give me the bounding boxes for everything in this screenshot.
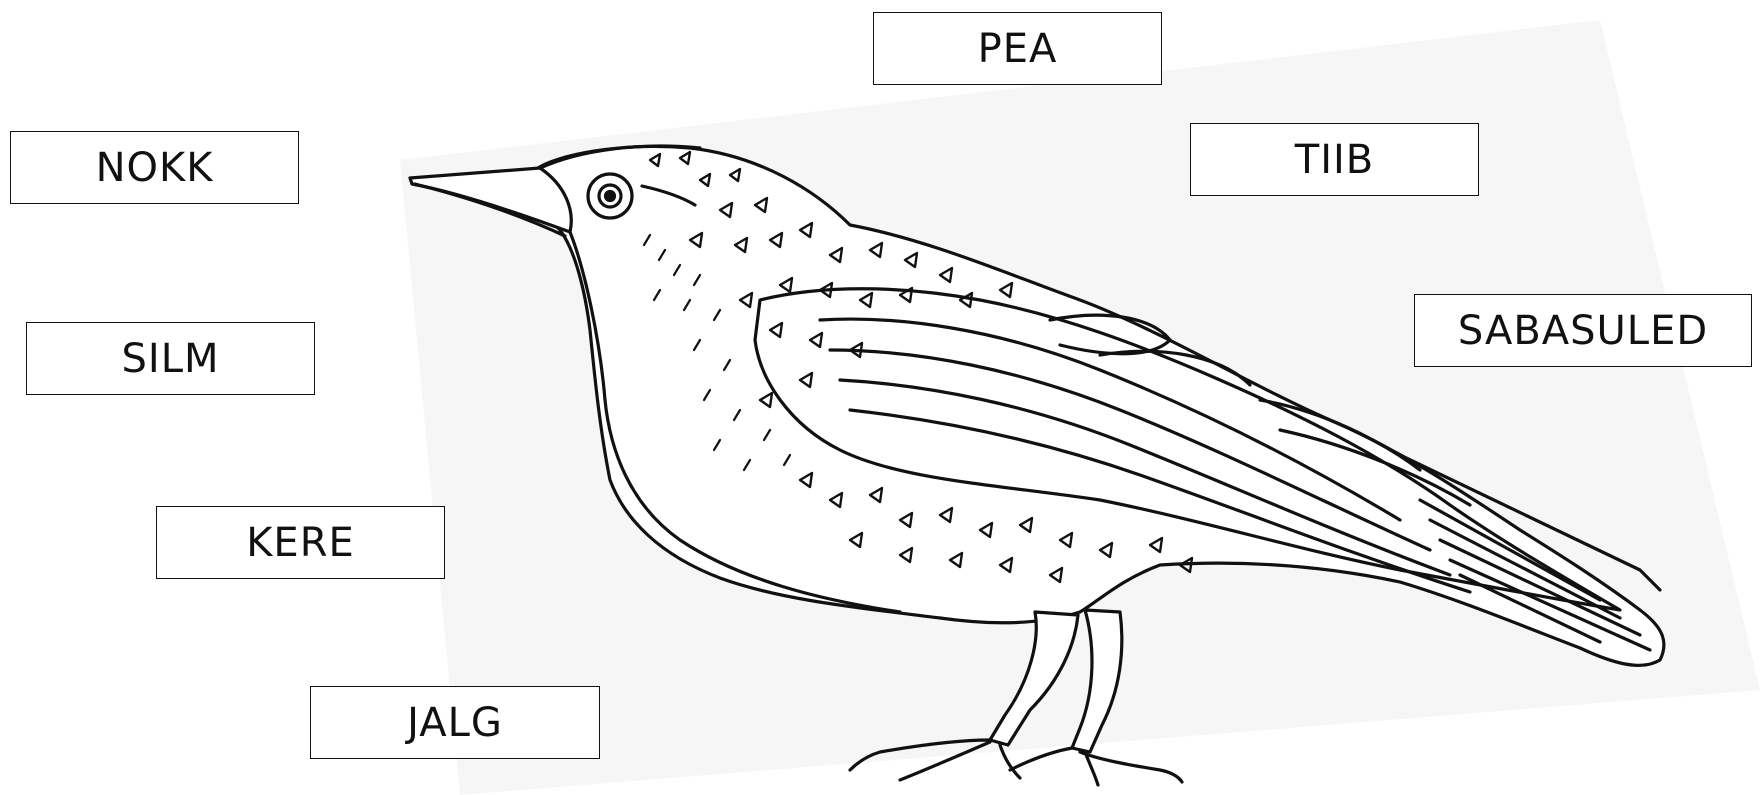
label-jalg: JALG [310,686,600,759]
label-sabasuled: SABASULED [1414,294,1752,367]
label-pea: PEA [873,12,1162,85]
label-kere: KERE [156,506,445,579]
bird-foot-right [1010,748,1182,785]
label-tiib: TIIB [1190,123,1479,196]
bird-eye-pupil [606,192,615,201]
label-nokk: NOKK [10,131,299,204]
label-silm: SILM [26,322,315,395]
